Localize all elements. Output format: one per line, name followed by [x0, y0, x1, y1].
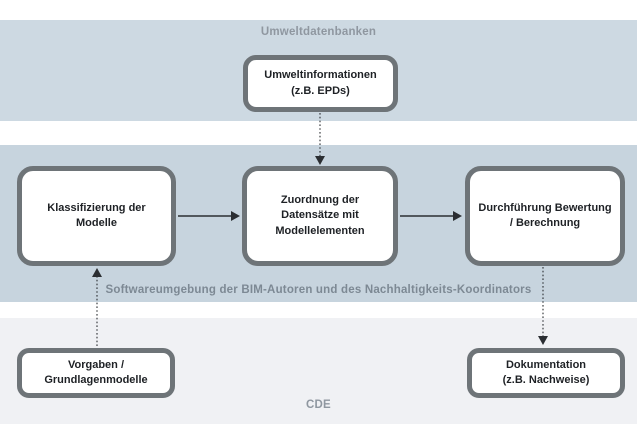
node-vorgaben-grundlagenmodelle: Vorgaben / Grundlagenmodelle — [17, 348, 175, 398]
node-umweltinformationen: Umweltinformationen (z.B. EPDs) — [243, 55, 398, 112]
node-zuordnung-label: Zuordnung der Datensätze mit Modelleleme… — [275, 193, 365, 237]
band-cde-label: CDE — [306, 399, 331, 411]
node-vorgaben-label: Vorgaben / Grundlagenmodelle — [44, 358, 148, 386]
node-umweltinformationen-label: Umweltinformationen (z.B. EPDs) — [264, 69, 377, 97]
node-dokumentation-label: Dokumentation (z.B. Nachweise) — [502, 358, 590, 386]
node-zuordnung-der-datensaetze: Zuordnung der Datensätze mit Modelleleme… — [242, 166, 398, 266]
node-klassifizierung-der-modelle: Klassifizierung der Modelle — [17, 166, 176, 266]
band-softwareumgebung-label: Softwareumgebung der BIM-Autoren und des… — [105, 284, 532, 296]
band-umweltdatenbanken-label: Umweltdatenbanken — [260, 26, 377, 38]
node-durchfuehrung-label: Durchführung Bewertung / Berechnung — [478, 201, 612, 229]
node-dokumentation-nachweise: Dokumentation (z.B. Nachweise) — [467, 348, 625, 398]
node-klassifizierung-label: Klassifizierung der Modelle — [47, 201, 146, 229]
node-durchfuehrung-bewertung: Durchführung Bewertung / Berechnung — [465, 166, 625, 266]
